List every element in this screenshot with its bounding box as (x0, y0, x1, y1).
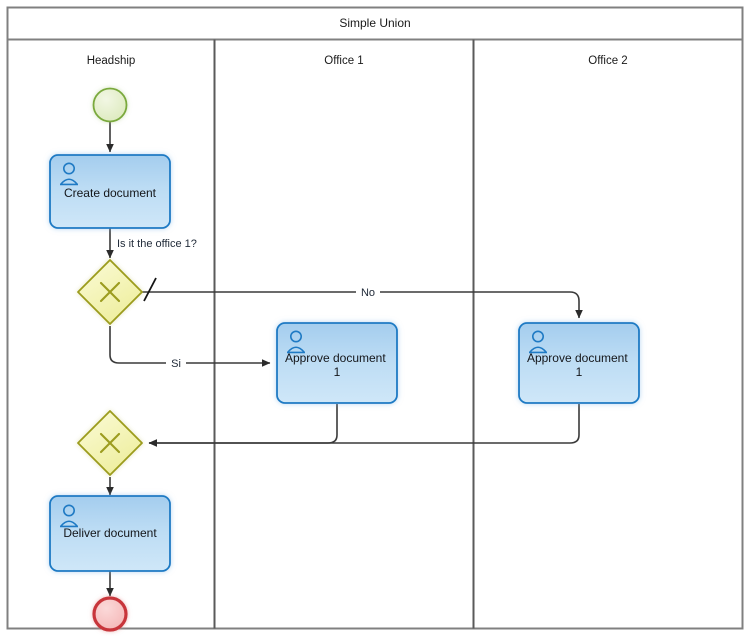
start-event-circle[interactable] (92, 87, 128, 123)
default-flow-marker (143, 277, 157, 302)
task-deliver-document-label: Deliver document (63, 526, 157, 540)
lane-title-office1: Office 1 (324, 55, 363, 67)
start-event[interactable] (92, 87, 128, 123)
sequence-flows (106, 122, 583, 597)
label-line-1: Approve document (285, 351, 386, 365)
pool-title: Simple Union (339, 16, 410, 30)
flow-label-no-backdrop (356, 284, 380, 299)
user-icon (60, 162, 78, 186)
lane-title-headship: Headship (87, 55, 136, 67)
lane-headers: Headship Office 1 Office 2 (87, 55, 628, 67)
task-create-document-box[interactable] (49, 154, 171, 229)
task-deliver-document[interactable]: Deliver document (49, 495, 171, 572)
task-deliver-document-box[interactable] (49, 495, 171, 572)
flow-split-to-office1[interactable] (109, 326, 271, 367)
exclusive-x-icon (99, 281, 121, 303)
user-icon (529, 330, 547, 354)
user-icon (287, 330, 305, 354)
label-line-2: 1 (576, 365, 583, 379)
flow-label-si-backdrop (166, 355, 186, 370)
label-line-2: 1 (334, 365, 341, 379)
task-create-document-label: Create document (64, 186, 157, 200)
split-gateway[interactable] (77, 259, 143, 325)
task-approve-document-office1-label: Approve document 1 (285, 351, 389, 379)
flow-label-no: No (361, 287, 375, 299)
exclusive-x-icon (99, 432, 121, 454)
flow-split-to-office2[interactable] (142, 291, 583, 319)
lane-title-office2: Office 2 (588, 55, 627, 67)
task-approve-document-office1-box[interactable] (276, 322, 398, 404)
label-line-1: Approve document (527, 351, 628, 365)
lane-dividers (213, 39, 475, 629)
flow-office2-to-merge[interactable] (148, 404, 580, 447)
task-approve-document-office2-box[interactable] (518, 322, 640, 404)
flow-label-si: Si (171, 358, 181, 370)
end-event-circle[interactable] (92, 596, 128, 632)
merge-gateway[interactable] (77, 410, 143, 476)
task-approve-document-office2-label: Approve document 1 (527, 351, 631, 379)
task-approve-document-office1[interactable]: Approve document 1 (276, 322, 398, 404)
task-approve-document-office2[interactable]: Approve document 1 (518, 322, 640, 404)
end-event[interactable] (92, 596, 128, 632)
flow-labels: Is it the office 1? No Si (117, 238, 380, 370)
task-create-document[interactable]: Create document (49, 154, 171, 229)
flow-label-is-it-the-office-1: Is it the office 1? (117, 238, 197, 250)
user-icon (60, 504, 78, 528)
